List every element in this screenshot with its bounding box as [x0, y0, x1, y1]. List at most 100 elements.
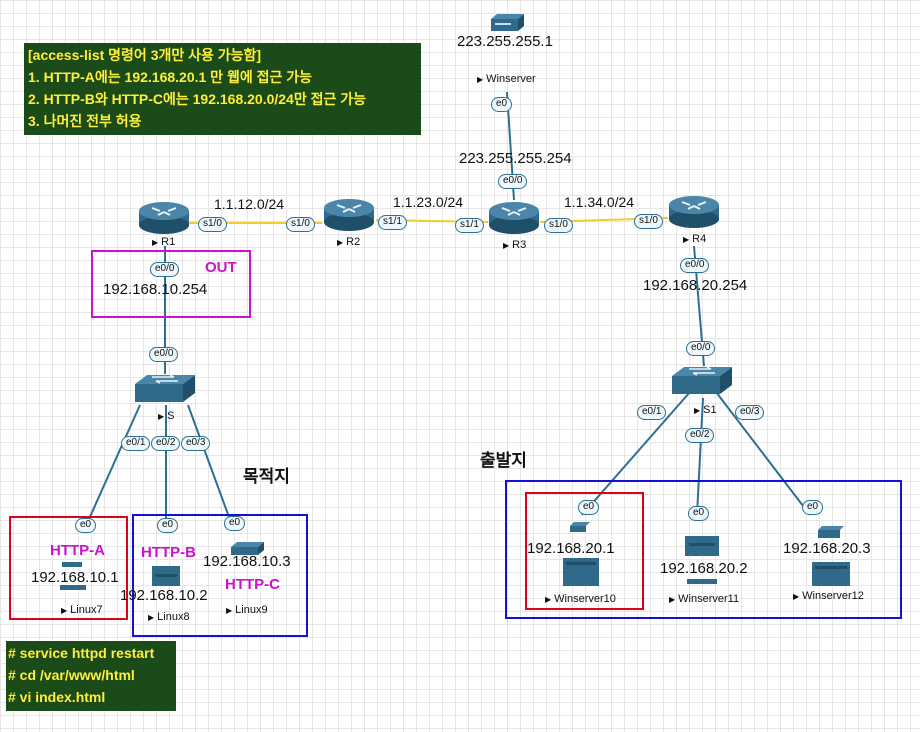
router-icon: [669, 196, 719, 228]
port-s1-e01[interactable]: e0/1: [637, 405, 667, 420]
play-icon: ▶: [694, 406, 701, 415]
http-a-frame: [9, 516, 128, 620]
winserver11-ip: 192.168.20.2: [660, 560, 748, 577]
play-icon: ▶: [683, 235, 690, 244]
play-icon: ▶: [477, 75, 484, 84]
play-icon: ▶: [545, 595, 552, 604]
winserver12-device[interactable]: [810, 526, 854, 588]
winserver-device[interactable]: [487, 13, 525, 35]
play-icon: ▶: [61, 606, 68, 615]
port-s1-e02[interactable]: e0/2: [685, 428, 715, 443]
port-r3-s10[interactable]: s1/0: [544, 218, 573, 233]
device-name: S1: [703, 404, 717, 416]
device-name: Winserver: [486, 73, 536, 85]
port-r4-s10[interactable]: s1/0: [634, 214, 663, 229]
router-icon: [139, 202, 189, 234]
linux9-host[interactable]: [228, 541, 266, 557]
device-name: R3: [512, 239, 527, 251]
router-r1[interactable]: [138, 201, 190, 235]
device-name: R1: [161, 236, 176, 248]
router-icon: [324, 199, 374, 231]
switch-s1[interactable]: [671, 366, 733, 398]
linux-host-icon: [152, 566, 180, 586]
linux7-label: ▶Linux7: [61, 604, 103, 616]
port-r3-e00[interactable]: e0/0: [498, 174, 528, 189]
port-linux8-e0[interactable]: e0: [157, 518, 179, 533]
note-line: # service httpd restart: [8, 645, 155, 661]
device-name: Winserver10: [554, 593, 616, 605]
port-linux7-e0[interactable]: e0: [75, 518, 97, 533]
note-line: # cd /var/www/html: [8, 667, 135, 683]
out-tag: OUT: [205, 259, 237, 276]
device-name: S: [167, 410, 175, 422]
port-s1-e03[interactable]: e0/3: [735, 405, 765, 420]
note-line: # vi index.html: [8, 689, 106, 705]
switch-icon: [672, 366, 732, 394]
router-r2[interactable]: [323, 198, 375, 232]
linux7-host[interactable]: [58, 561, 88, 591]
winserver12-ip: 192.168.20.3: [783, 540, 871, 557]
router-r4[interactable]: [668, 195, 720, 229]
port-s1-e00[interactable]: e0/0: [686, 341, 716, 356]
port-ws11-e0[interactable]: e0: [688, 506, 710, 521]
link-s-linux7: [84, 404, 141, 529]
network-r1-r2: 1.1.12.0/24: [214, 196, 285, 212]
note-line: 3. 나머진 전부 허용: [28, 113, 142, 129]
server-icon: [563, 522, 599, 586]
port-r1-e00[interactable]: e0/0: [150, 262, 180, 277]
port-r1-s10[interactable]: s1/0: [198, 217, 227, 232]
linux7-ip: 192.168.10.1: [31, 569, 119, 586]
r4-label: ▶R4: [683, 233, 706, 245]
winserver10-device[interactable]: [562, 522, 602, 588]
play-icon: ▶: [793, 592, 800, 601]
s-label: ▶S: [158, 410, 175, 422]
winserver10-label: ▶Winserver10: [545, 593, 616, 605]
link-s-linux9: [187, 404, 234, 529]
port-ws12-e0[interactable]: e0: [802, 500, 824, 515]
play-icon: ▶: [226, 606, 233, 615]
port-winserver-e0[interactable]: e0: [491, 97, 513, 112]
port-s-e03[interactable]: e0/3: [181, 436, 211, 451]
network-r3-r4: 1.1.34.0/24: [564, 194, 635, 210]
port-ws10-e0[interactable]: e0: [578, 500, 600, 515]
device-name: Linux9: [235, 604, 268, 616]
server-icon: [685, 536, 719, 584]
http-b-tag: HTTP-B: [141, 544, 196, 561]
play-icon: ▶: [669, 595, 676, 604]
switch-icon: [135, 374, 195, 402]
http-bc-frame: [132, 514, 308, 637]
linux8-host[interactable]: [150, 565, 182, 587]
linux8-label: ▶Linux8: [148, 611, 190, 623]
port-s-e02[interactable]: e0/2: [151, 436, 181, 451]
port-s-e00[interactable]: e0/0: [149, 347, 179, 362]
link-s1-ws12: [715, 391, 811, 516]
device-name: R2: [346, 236, 361, 248]
linux9-ip: 192.168.10.3: [203, 553, 291, 570]
port-r2-s10[interactable]: s1/0: [286, 217, 315, 232]
play-icon: ▶: [152, 238, 159, 247]
linux-host-icon: [231, 542, 264, 555]
acl-requirements-note: [access-list 명령어 3개만 사용 가능함] 1. HTTP-A에는…: [24, 43, 421, 135]
port-r2-s11[interactable]: s1/1: [378, 215, 407, 230]
port-r3-s11[interactable]: s1/1: [455, 218, 484, 233]
device-name: Winserver11: [678, 593, 740, 605]
switch-s[interactable]: [134, 374, 196, 406]
winserver-ip: 223.255.255.1: [457, 33, 553, 50]
port-linux9-e0[interactable]: e0: [224, 516, 246, 531]
winserver12-label: ▶Winserver12: [793, 590, 864, 602]
device-name: Linux7: [70, 604, 103, 616]
router-r3[interactable]: [488, 201, 540, 235]
port-r4-e00[interactable]: e0/0: [680, 258, 710, 273]
out-interface-frame: [91, 250, 251, 318]
server-icon: [812, 526, 850, 586]
port-s-e01[interactable]: e0/1: [121, 436, 151, 451]
note-line: 1. HTTP-A에는 192.168.20.1 만 웹에 접근 가능: [28, 69, 313, 85]
r3-label: ▶R3: [503, 239, 526, 251]
network-r2-r3: 1.1.23.0/24: [393, 194, 464, 210]
winserver10-frame: [525, 492, 644, 610]
http-c-tag: HTTP-C: [225, 576, 280, 593]
winserver11-device[interactable]: [683, 535, 723, 585]
device-name: R4: [692, 233, 707, 245]
linux9-label: ▶Linux9: [226, 604, 268, 616]
winserver11-label: ▶Winserver11: [669, 593, 739, 605]
